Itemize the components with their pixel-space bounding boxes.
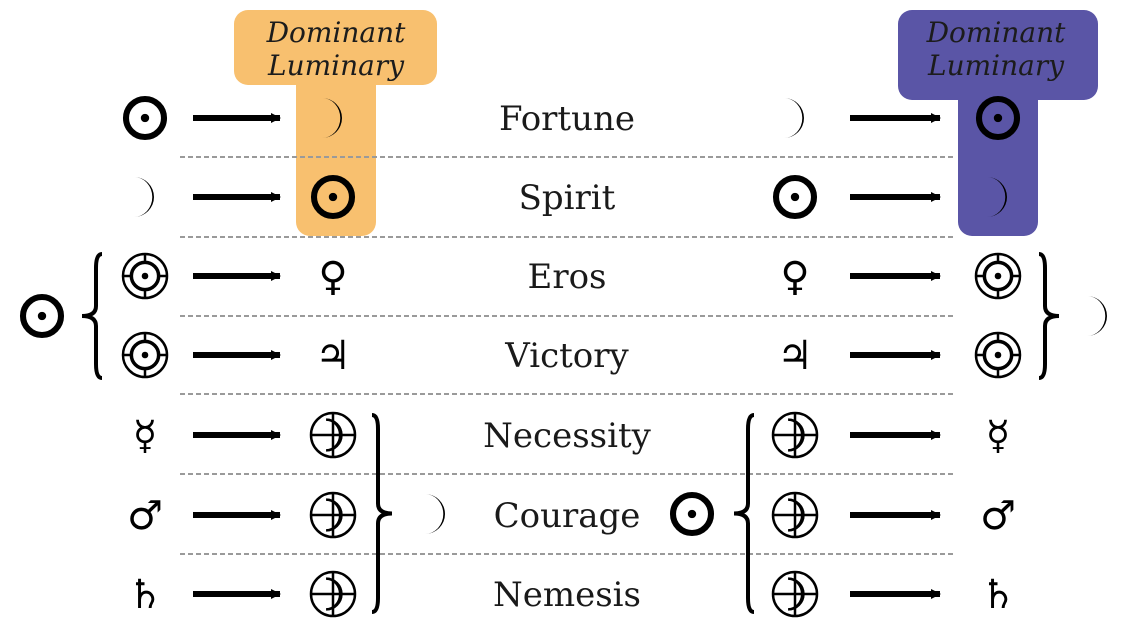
svg-text:♂: ♂ bbox=[127, 493, 163, 539]
svg-text:♄: ♄ bbox=[980, 572, 1016, 618]
header-right-line1: Dominant bbox=[926, 16, 1067, 49]
sun-icon bbox=[122, 95, 168, 141]
saturn-icon: ♄ bbox=[127, 572, 163, 618]
lot-names: Fortune Spirit Eros Victory Necessity Co… bbox=[483, 99, 651, 615]
venus-icon: ♀ bbox=[780, 254, 809, 300]
lot-row bbox=[122, 95, 1021, 141]
curly-brace bbox=[733, 413, 755, 614]
header-right-line2: Luminary bbox=[927, 49, 1065, 82]
lot-spirit-icon bbox=[121, 252, 169, 300]
mars-icon: ♂ bbox=[127, 493, 163, 539]
luminary-group bbox=[19, 252, 103, 380]
lot-fortune-icon bbox=[771, 411, 819, 459]
lot-name-eros: Eros bbox=[528, 257, 607, 297]
moon-icon bbox=[425, 494, 445, 534]
curly-brace bbox=[1038, 252, 1060, 380]
sun-icon bbox=[19, 293, 65, 339]
sun-icon bbox=[669, 491, 715, 537]
lot-row: ♀♀ bbox=[121, 252, 1022, 300]
lot-spirit-icon bbox=[121, 331, 169, 379]
row-separators bbox=[180, 156, 955, 555]
svg-text:☿: ☿ bbox=[133, 413, 158, 459]
jupiter-icon: ♃ bbox=[315, 333, 351, 379]
svg-text:♀: ♀ bbox=[318, 254, 347, 300]
luminary-groups bbox=[19, 252, 1107, 614]
lot-row: ♂♂ bbox=[127, 491, 1016, 539]
svg-text:♀: ♀ bbox=[780, 254, 809, 300]
curly-brace bbox=[371, 413, 393, 614]
lot-name-necessity: Necessity bbox=[483, 416, 651, 456]
jupiter-icon: ♃ bbox=[777, 333, 813, 379]
saturn-icon: ♄ bbox=[980, 572, 1016, 618]
luminary-group bbox=[1038, 252, 1107, 380]
lot-name-spirit: Spirit bbox=[519, 178, 616, 218]
luminary-group bbox=[371, 413, 445, 614]
lot-row: ♃♃ bbox=[121, 331, 1022, 379]
lot-name-victory: Victory bbox=[504, 336, 629, 376]
dominant-luminary-panel-right bbox=[898, 10, 1098, 100]
lot-fortune-icon bbox=[309, 570, 357, 618]
header-left-line2: Luminary bbox=[267, 49, 405, 82]
svg-text:♂: ♂ bbox=[980, 493, 1016, 539]
lot-rows: ♀♀♃♃☿☿♂♂♄♄ bbox=[121, 95, 1022, 618]
dominant-luminary-column-left bbox=[296, 60, 376, 236]
dominant-luminary-column-right bbox=[958, 60, 1038, 236]
lot-row: ☿☿ bbox=[133, 411, 1011, 459]
lot-spirit-icon bbox=[974, 252, 1022, 300]
lot-fortune-icon bbox=[771, 491, 819, 539]
svg-text:☿: ☿ bbox=[986, 413, 1011, 459]
dominant-luminary-panel-left bbox=[234, 10, 437, 85]
lot-row: ♄♄ bbox=[127, 570, 1016, 618]
svg-text:♃: ♃ bbox=[777, 333, 813, 379]
moon-icon bbox=[134, 177, 154, 217]
svg-text:♄: ♄ bbox=[127, 572, 163, 618]
lot-name-courage: Courage bbox=[494, 496, 641, 536]
moon-icon bbox=[1087, 296, 1107, 336]
svg-text:♃: ♃ bbox=[315, 333, 351, 379]
lot-spirit-icon bbox=[974, 331, 1022, 379]
lot-fortune-icon bbox=[309, 411, 357, 459]
mercury-icon: ☿ bbox=[133, 413, 158, 459]
venus-icon: ♀ bbox=[318, 254, 347, 300]
mercury-icon: ☿ bbox=[986, 413, 1011, 459]
luminary-group bbox=[669, 413, 755, 614]
sun-icon bbox=[975, 95, 1021, 141]
lot-name-fortune: Fortune bbox=[499, 99, 635, 139]
lot-fortune-icon bbox=[309, 491, 357, 539]
lot-row bbox=[134, 174, 1007, 220]
mars-icon: ♂ bbox=[980, 493, 1016, 539]
sun-icon bbox=[310, 174, 356, 220]
sun-icon bbox=[772, 174, 818, 220]
lot-fortune-icon bbox=[771, 570, 819, 618]
curly-brace bbox=[81, 252, 103, 380]
lot-name-nemesis: Nemesis bbox=[493, 575, 641, 615]
moon-icon bbox=[784, 98, 804, 138]
header-left-line1: Dominant bbox=[266, 16, 407, 49]
